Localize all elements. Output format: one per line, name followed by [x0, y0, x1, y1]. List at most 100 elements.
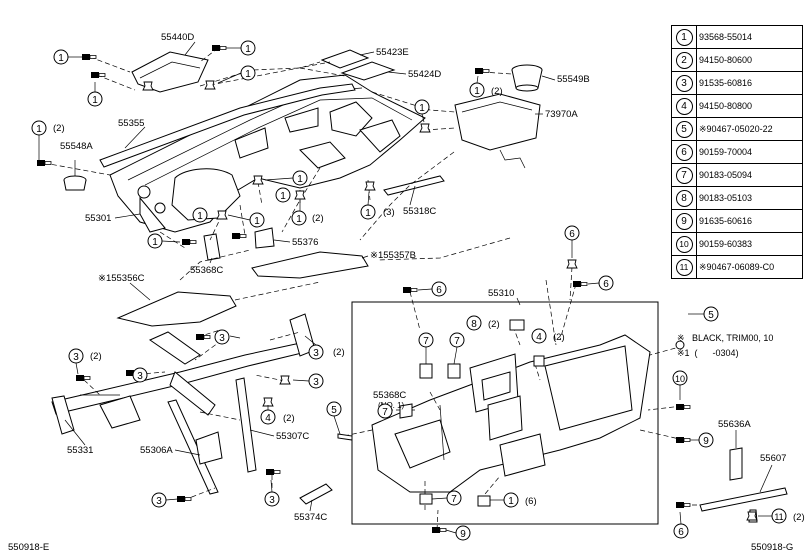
svg-text:10: 10 [675, 374, 685, 384]
callout-1: 1 [275, 187, 291, 203]
svg-text:3: 3 [137, 371, 143, 382]
legend-part-number: 90159-60383 [696, 232, 803, 256]
svg-text:1: 1 [254, 216, 260, 227]
callout-1: 1 [53, 49, 69, 65]
callout-1: 1 [240, 65, 256, 81]
svg-text:3: 3 [219, 333, 225, 344]
legend-part-number: 91635-60616 [696, 209, 803, 233]
label-55355: 55355 [118, 118, 144, 129]
callout-1: 1 [503, 492, 519, 508]
qty-2: (2) [312, 213, 324, 224]
callout-3: 3 [214, 329, 230, 345]
svg-text:7: 7 [423, 336, 429, 347]
bracket-55368C [203, 233, 221, 261]
svg-text:3: 3 [313, 348, 319, 359]
callout-6: 6 [431, 281, 447, 297]
legend-callout-number: 5 [675, 120, 693, 138]
legend-row: 11※90467-06089-C0 [671, 255, 803, 279]
label-55318C: 55318C [403, 206, 436, 217]
callout-1: 1 [292, 170, 308, 186]
qty-2: (2) [283, 413, 295, 424]
callout-5: 5 [326, 401, 342, 417]
qty-2: (2) [53, 123, 65, 134]
insulator-155357B [251, 251, 369, 279]
callout-1: 1 [31, 120, 47, 136]
label-55331: 55331 [67, 445, 93, 456]
callout-9: 9 [455, 525, 471, 541]
callout-4: 4 [260, 409, 276, 425]
svg-text:6: 6 [603, 279, 609, 290]
dashboard-panel-55355 [109, 74, 426, 233]
legend-callout-number: 10 [675, 235, 693, 253]
ashtray-55548A [63, 175, 87, 191]
svg-text:1: 1 [245, 44, 251, 55]
legend-part-number: ※90467-06089-C0 [696, 255, 803, 279]
legend-callout-number: 11 [675, 258, 693, 276]
legend-callout-number: 4 [675, 97, 693, 115]
svg-text:6: 6 [678, 527, 684, 538]
callout-11: 11 [771, 508, 787, 524]
svg-text:7: 7 [454, 336, 460, 347]
legend-part-number: 90183-05103 [696, 186, 803, 210]
qty-2: (2) [491, 86, 503, 97]
lower-panel-55310 [371, 334, 651, 493]
svg-text:1: 1 [36, 124, 42, 135]
svg-text:9: 9 [460, 529, 466, 540]
defroster-strip [99, 83, 356, 168]
reinforcement-55331 [51, 313, 316, 435]
label-155356C: ※155356C [98, 273, 145, 284]
brace-55307C [235, 377, 257, 473]
callout-8: 8 [466, 315, 482, 331]
legend-part-number: 94150-80800 [696, 94, 803, 118]
legend-notes: ※ BLACK, TRIM00, 10 ※1 ( -0304) [677, 331, 773, 361]
legend-callout-number: 8 [675, 189, 693, 207]
svg-text:1: 1 [365, 208, 371, 219]
part-55636A [729, 447, 743, 481]
svg-text:5: 5 [331, 405, 337, 416]
callout-1: 1 [240, 40, 256, 56]
callout-1: 1 [360, 204, 376, 220]
svg-text:1: 1 [152, 237, 158, 248]
qty-2: (2) [90, 351, 102, 362]
callout-7: 7 [418, 332, 434, 348]
svg-text:8: 8 [471, 319, 477, 330]
label-55374C: 55374C [294, 512, 327, 523]
svg-text:4: 4 [536, 332, 542, 343]
svg-text:1: 1 [508, 496, 514, 507]
legend-part-number: ※90467-05020-22 [696, 117, 803, 141]
qty-2: (2) [488, 319, 500, 330]
callout-9: 9 [698, 432, 714, 448]
svg-text:1: 1 [58, 53, 64, 64]
legend-callout-number: 3 [675, 74, 693, 92]
callout-7: 7 [377, 403, 393, 419]
label-55368C: 55368C [190, 265, 223, 276]
bracket-55376 [254, 227, 275, 249]
svg-text:4: 4 [265, 413, 271, 424]
callout-1: 1 [249, 212, 265, 228]
label-55301: 55301 [85, 213, 111, 224]
callout-4: 4 [531, 328, 547, 344]
group-box-55310 [351, 301, 659, 525]
label-73970A: 73970A [545, 109, 578, 120]
label-55306A: 55306A [140, 445, 173, 456]
svg-text:6: 6 [569, 229, 575, 240]
label-55423E: 55423E [376, 47, 409, 58]
callout-1: 1 [291, 210, 307, 226]
figure-id-left: 550918-E [8, 542, 50, 553]
legend-part-number: 90183-05094 [696, 163, 803, 187]
callout-1: 1 [192, 207, 208, 223]
legend-callout-number: 2 [675, 51, 693, 69]
figure-id-right: 550918-G [751, 542, 794, 553]
svg-text:1: 1 [280, 191, 286, 202]
callout-3: 3 [151, 492, 167, 508]
svg-text:6: 6 [436, 285, 442, 296]
label-no1: (NO. 1) [378, 401, 405, 410]
svg-text:1: 1 [245, 69, 251, 80]
qty-2: (2) [553, 332, 565, 343]
legend-callout-number: 9 [675, 212, 693, 230]
